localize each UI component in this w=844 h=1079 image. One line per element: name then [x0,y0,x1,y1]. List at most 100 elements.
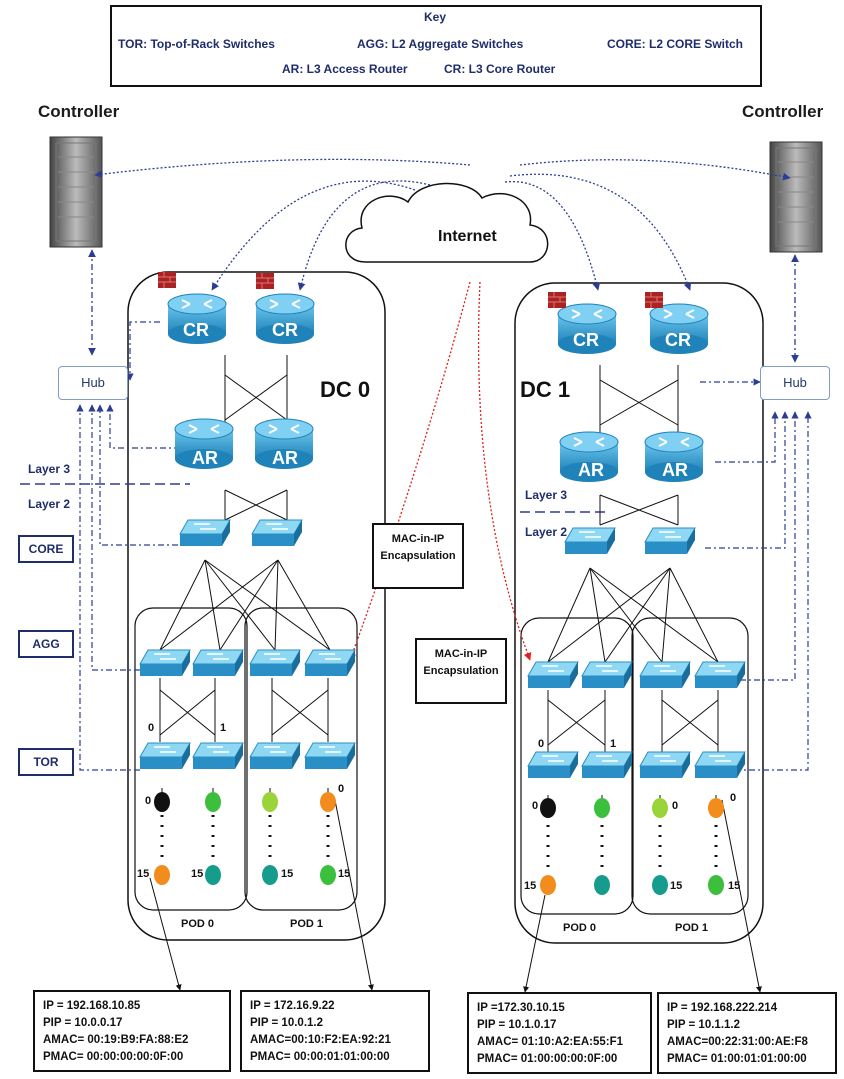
key-tor: TOR: Top-of-Rack Switches [118,37,275,51]
internet-cloud [345,182,549,263]
host-pip: PIP = 10.1.1.2 [667,1019,740,1031]
dc1-host-orange [708,798,724,818]
layer3-left: Layer 3 [28,462,71,476]
dc0-host-teal-15b [262,865,278,885]
dc1-host-teal-15 [594,875,610,895]
host-pmac: PMAC= 01:00:00:00:0F:00 [477,1053,618,1065]
dc1-agg-switch-2 [581,661,633,689]
dc0-tor-switch-4 [304,742,356,770]
host-amac: AMAC= 00:19:B9:FA:88:E2 [43,1034,189,1046]
key-title: Key [424,10,447,24]
dc1-ar1-label: AR [578,460,604,480]
host-ip: IP = 172.16.9.22 [250,1000,335,1012]
host-index: 0 [672,800,679,812]
controller-right-label: Controller [742,102,824,121]
dc1-tor-switch-2 [581,751,633,779]
key-cr: CR: L3 Core Router [444,62,556,76]
encap-line1: MAC-in-IP [391,533,445,545]
dc1-pod0-outline [520,617,634,915]
encap-line1: MAC-in-IP [434,648,488,660]
dc0-host-black [154,792,170,812]
host-pmac: PMAC= 00:00:00:00:0F:00 [43,1051,184,1063]
host-pmac: PMAC= 00:00:01:01:00:00 [250,1051,390,1063]
dc1-pod1-label: POD 1 [675,922,709,934]
dc0-label: DC 0 [320,377,371,402]
host-pmac: PMAC= 01:00:01:01:00:00 [667,1053,807,1065]
dc1-tor-switch-1 [527,751,579,779]
dc1-cr1-label: CR [573,330,599,350]
host-index: 15 [524,880,537,892]
dc0-host-green-15 [320,865,336,885]
dc1-host-lime [652,798,668,818]
host-ip: IP = 192.168.10.85 [43,1000,141,1012]
host-index: 15 [137,868,150,880]
port-label: 1 [220,722,227,734]
dc0-tor-switch-2 [192,742,244,770]
host-amac: AMAC=00:10:F2:EA:92:21 [250,1034,391,1046]
dc0-host-orange [320,792,336,812]
dc1-outline [514,282,764,944]
dc1-host-green-15 [708,875,724,895]
host-amac: AMAC= 01:10:A2:EA:55:F1 [477,1036,624,1048]
dc1-firewall-2 [644,291,664,309]
dc0-host-orange-15 [154,865,170,885]
host-amac: AMAC=00:22:31:00:AE:F8 [667,1036,808,1048]
internet-label: Internet [438,228,497,245]
dc0-pod1-outline [244,607,358,911]
dc1-ar2-label: AR [662,460,688,480]
dc0-core-switch-1 [179,519,231,547]
host-info-box: IP =172.30.10.15 PIP = 10.1.0.17 AMAC= 0… [467,992,652,1074]
dc0-pod0-outline [134,607,248,911]
dc0-core-switch-2 [251,519,303,547]
host-index: 15 [728,880,741,892]
dc1-agg-switch-3 [639,661,691,689]
dc0-agg-switch-3 [249,649,301,677]
layer3-right: Layer 3 [525,488,568,502]
dc0-cr1-label: CR [183,320,209,340]
host-index: 15 [670,880,683,892]
host-pip: PIP = 10.0.1.2 [250,1017,323,1029]
dc1-label: DC 1 [520,377,571,402]
encapsulation-box-dc1: MAC-in-IP Encapsulation [415,638,507,704]
dc1-pod0-label: POD 0 [563,922,597,934]
host-index: 0 [532,800,539,812]
host-info-box: IP = 172.16.9.22 PIP = 10.0.1.2 AMAC=00:… [240,990,430,1072]
key-agg: AGG: L2 Aggregate Switches [357,37,524,51]
dc0-ar2-label: AR [272,448,298,468]
dc0-pod1-label: POD 1 [290,918,324,930]
dc0-host-teal-15 [205,865,221,885]
side-label-core: CORE [18,535,74,563]
host-ip: IP = 192.168.222.214 [667,1002,778,1014]
side-label-agg: AGG [18,630,74,658]
host-index: 15 [191,868,204,880]
controller-right-server [769,141,823,253]
dc1-agg-switch-4 [694,661,746,689]
dc0-outline [127,271,386,941]
host-index: 0 [338,783,345,795]
dc0-tor-switch-3 [249,742,301,770]
dc1-agg-switch-1 [527,661,579,689]
hub-right: Hub [760,366,830,400]
dc0-agg-switch-4 [304,649,356,677]
dc1-cr2-label: CR [665,330,691,350]
host-pip: PIP = 10.1.0.17 [477,1019,557,1031]
dc1-host-orange-15 [540,875,556,895]
encapsulation-box-dc0: MAC-in-IP Encapsulation [372,523,464,589]
host-ip: IP =172.30.10.15 [477,1002,565,1014]
dc0-firewall-2 [255,272,275,290]
host-info-box: IP = 192.168.10.85 PIP = 10.0.0.17 AMAC=… [33,990,231,1072]
dc1-pod1-outline [631,617,749,915]
encap-line2: Encapsulation [423,665,499,677]
key-core: CORE: L2 CORE Switch [607,37,744,51]
port-label: 0 [538,738,545,750]
dc0-agg-switch-2 [192,649,244,677]
dc0-host-lime [262,792,278,812]
key-box: Key TOR: Top-of-Rack Switches AGG: L2 Ag… [110,5,762,87]
host-pip: PIP = 10.0.0.17 [43,1017,123,1029]
dc0-tor-switch-1 [139,742,191,770]
dc1-tor-switch-4 [694,751,746,779]
host-info-box: IP = 192.168.222.214 PIP = 10.1.1.2 AMAC… [657,992,837,1074]
port-label: 1 [610,738,617,750]
dc0-host-green [205,792,221,812]
